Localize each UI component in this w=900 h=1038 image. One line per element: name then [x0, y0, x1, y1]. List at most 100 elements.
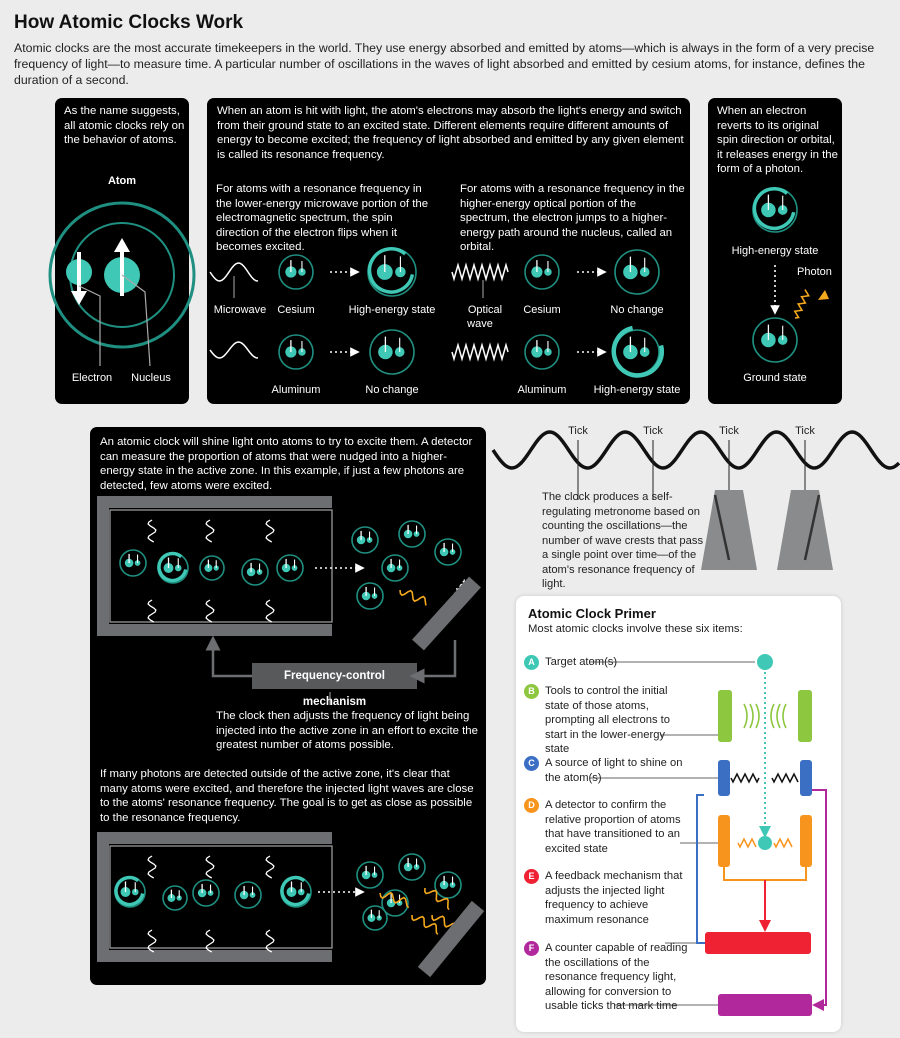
- badge-b: B: [524, 684, 539, 699]
- badge-f: F: [524, 941, 539, 956]
- aluminum-label-mw: Aluminum: [271, 384, 321, 396]
- atom-icon: [367, 247, 417, 297]
- state-wave: [770, 703, 775, 729]
- atom-icon: [752, 187, 798, 233]
- photon-arrowhead: [818, 290, 829, 300]
- light-wave: [205, 929, 215, 953]
- microwave-label: Microwave: [213, 304, 267, 316]
- primer-item-text: Target atom(s): [545, 656, 618, 668]
- excited-arc: [114, 875, 145, 907]
- atom-icon: [434, 538, 462, 566]
- light-source-right: [800, 760, 812, 796]
- orbit-ring: [381, 889, 409, 917]
- ground-state-label: Ground state: [743, 372, 807, 384]
- photon-wave: [424, 887, 450, 910]
- atom-icon: [614, 249, 660, 295]
- orbit-ring: [162, 885, 188, 911]
- spin-down-arrow: [71, 291, 87, 305]
- atom-icon: [234, 881, 262, 909]
- light-wave: [147, 599, 157, 623]
- atom-icon: [276, 554, 304, 582]
- primer-item-text: A detector to confirm the relative propo…: [545, 799, 681, 855]
- resonance-text: When an atom is hit with light, the atom…: [217, 105, 684, 161]
- no-change-label-op: No change: [610, 304, 664, 316]
- light-wave: [265, 519, 275, 543]
- atom-icon: [381, 554, 409, 582]
- chamber-wall: [97, 832, 332, 962]
- wave-label: wave: [467, 318, 493, 330]
- outer-orbit: [48, 201, 196, 349]
- photon-high-label: High-energy state: [731, 245, 819, 257]
- light-wave: [147, 855, 157, 879]
- photon-panel: When an electron reverts to its original…: [708, 98, 842, 404]
- orbit-ring: [362, 905, 388, 931]
- orbit-ring: [434, 538, 462, 566]
- atom-icon: [356, 861, 384, 889]
- clock-text-2: The clock then adjusts the frequency of …: [216, 710, 478, 751]
- active-zone: [109, 509, 333, 623]
- atom-icon: [278, 334, 314, 370]
- orbit-ring: [192, 879, 220, 907]
- tick-label-1: Tick: [568, 425, 588, 437]
- state-control-left: [718, 690, 732, 742]
- atom-icon: [114, 875, 146, 908]
- atom-heading: Atom: [107, 175, 137, 187]
- active-zone: [109, 845, 333, 949]
- atom-icon: [157, 551, 189, 584]
- orbit-ring: [398, 520, 426, 548]
- primer-item-text: A source of light to shine on the atom(s…: [545, 757, 683, 784]
- atom-icon: [241, 558, 269, 586]
- atom-icon: [398, 520, 426, 548]
- microwave-wave: [209, 341, 259, 359]
- excited-arc: [752, 187, 796, 231]
- photon-label: Photon: [797, 266, 832, 278]
- badge-a: A: [524, 655, 539, 670]
- primer-item-text: A feedback mechanism that adjusts the in…: [545, 870, 683, 926]
- orbit-ring: [752, 317, 798, 363]
- atom-icon: [398, 853, 426, 881]
- orbit-ring: [351, 526, 379, 554]
- atom-icon: [192, 879, 220, 907]
- light-wave: [265, 855, 275, 879]
- photon-panel-text: When an electron reverts to its original…: [717, 105, 838, 175]
- chamber-wall: [97, 496, 332, 636]
- tick-label-4: Tick: [795, 425, 815, 437]
- primer-atom: [758, 836, 772, 850]
- nucleus-leader: [121, 274, 151, 367]
- light-wave: [205, 519, 215, 543]
- atom-icon: [362, 905, 388, 931]
- orbit-ring: [398, 853, 426, 881]
- orbit-ring: [524, 334, 560, 370]
- metronome-arm: [713, 494, 731, 561]
- feedback-line: [205, 635, 252, 678]
- emitted-light: [737, 837, 757, 849]
- photon-wave: [411, 914, 439, 935]
- feedback-line: [409, 640, 457, 684]
- atom-icon: [162, 885, 188, 911]
- orbit-ring: [524, 254, 560, 290]
- feedback-to-source: [696, 789, 716, 944]
- state-wave: [749, 703, 754, 729]
- clock-text-1: An atomic clock will shine light onto at…: [100, 436, 473, 492]
- atom-icon: [119, 549, 147, 577]
- metronome-text: The clock produces a self-regulating met…: [542, 491, 704, 590]
- page-title: How Atomic Clocks Work: [14, 12, 244, 33]
- orbit-ring: [276, 554, 304, 582]
- badge-e: E: [524, 869, 539, 884]
- clock-text-3: If many photons are detected outside of …: [100, 768, 474, 824]
- orbit-ring: [278, 334, 314, 370]
- detector-bar: [412, 576, 481, 651]
- tick-label-3: Tick: [719, 425, 739, 437]
- high-energy-label-op: High-energy state: [593, 384, 681, 396]
- atom-icon: [369, 329, 415, 375]
- orbit-ring: [119, 549, 147, 577]
- tick-label-2: Tick: [643, 425, 663, 437]
- detector-right: [800, 815, 812, 867]
- atom-icon: [280, 875, 312, 908]
- excited-arc: [157, 551, 188, 583]
- optical-label: Optical: [467, 304, 503, 316]
- feedback-bar: [705, 932, 811, 954]
- atom-icon: [752, 317, 798, 363]
- optical-text: For atoms with a resonance frequency in …: [460, 183, 685, 253]
